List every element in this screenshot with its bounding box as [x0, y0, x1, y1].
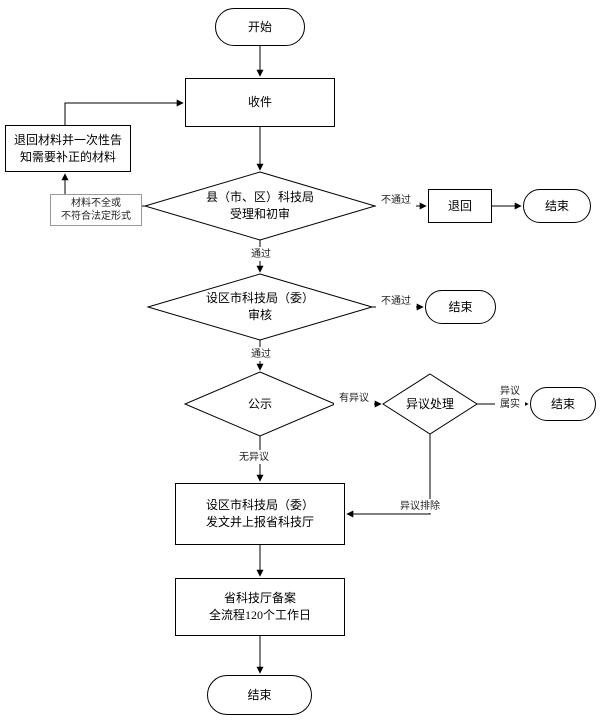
end-after-return-node: 结束 — [523, 189, 591, 223]
connector-return-notice-to-receive — [64, 99, 184, 125]
return-box-node: 退回 — [428, 189, 492, 223]
provincial-filing-node: 省科技厅备案 全流程120个工作日 — [175, 578, 345, 636]
end-final-node: 结束 — [207, 675, 312, 715]
edge-label-fail-city: 不通过 — [376, 294, 416, 308]
receive-node: 收件 — [185, 78, 335, 127]
edge-label-has-objection: 有异议 — [334, 391, 374, 405]
end-after-city-review-node: 结束 — [425, 290, 496, 324]
decision-publicity-label: 公示 — [247, 396, 272, 411]
end-after-objection-node: 结束 — [530, 387, 596, 421]
return-notice-node: 退回材料并一次性告 知需要补正的材料 — [5, 125, 131, 172]
decision-city-review-label: 设区市科技局（委） 审核 — [205, 291, 314, 322]
decision-objection-handling-label: 异议处理 — [405, 396, 454, 411]
decision-city-review-shape — [146, 273, 374, 341]
connector-objection-to-issue-report — [346, 434, 431, 518]
edge-label-objection-confirmed: 异议 属实 — [495, 384, 525, 412]
edge-label-pass-city: 通过 — [246, 347, 276, 361]
decision-publicity-shape — [183, 371, 337, 437]
decision-county-review-shape — [143, 171, 377, 241]
edge-label-fail-county: 不通过 — [376, 193, 416, 207]
edge-label-no-objection: 无异议 — [234, 450, 274, 464]
start-node: 开始 — [215, 8, 305, 46]
edge-label-materials-incomplete: 材料不全或 不符合法定形式 — [50, 194, 142, 226]
issue-and-report-node: 设区市科技局（委） 发文并上报省科技厅 — [175, 483, 345, 545]
edge-label-pass-county: 通过 — [246, 247, 276, 261]
decision-objection-handling-shape — [382, 373, 478, 435]
decision-county-review-label: 县（市、区）科技局 受理和初审 — [205, 190, 314, 221]
edge-label-objection-resolved: 异议排除 — [394, 499, 446, 513]
